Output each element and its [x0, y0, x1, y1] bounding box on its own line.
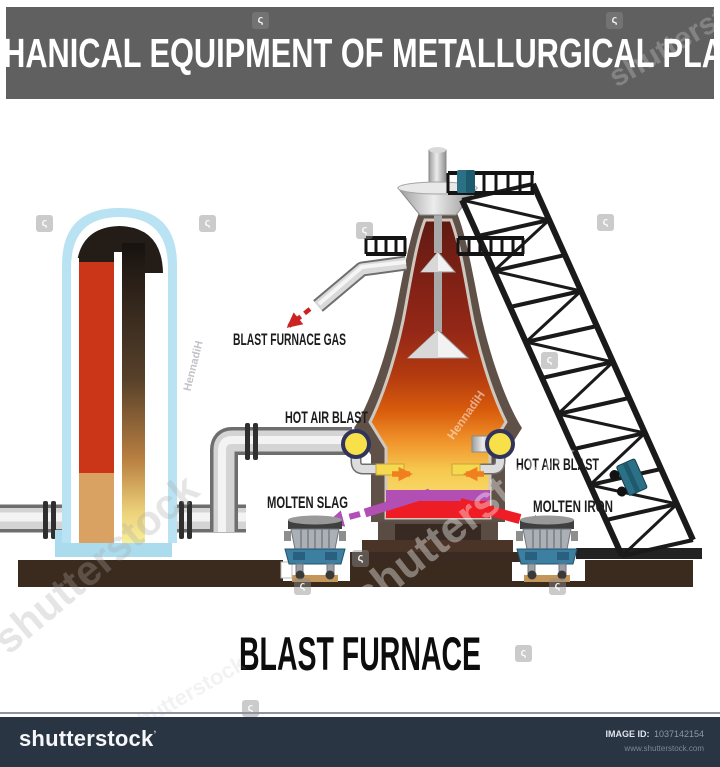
bell-stem-lower: [434, 272, 442, 332]
ground: [18, 560, 693, 587]
logo-text: shutterstock: [19, 726, 154, 751]
shutterstock-logo: shutterstockʼ: [19, 726, 156, 752]
furnace-foundation: [350, 520, 525, 562]
footer-divider: [0, 712, 720, 714]
label-molten-slag: MOLTEN SLAG: [267, 493, 348, 512]
footer-bar: shutterstockʼ IMAGE ID: 1037142154 www.s…: [0, 717, 720, 767]
tuyere-right: [451, 429, 515, 482]
molten-slag-layer: [386, 490, 490, 501]
tuyere-port-left: [341, 429, 371, 459]
tuyere-left: [341, 429, 413, 482]
header-banner: MECHANICAL EQUIPMENT OF METALLURGICAL PL…: [6, 7, 714, 99]
slag-runner: [363, 488, 432, 518]
iron-runner: [458, 498, 522, 524]
hot-blast-stove: [55, 208, 177, 557]
label-hot-air-blast-left: HOT AIR BLAST: [285, 408, 368, 427]
page-title: MECHANICAL EQUIPMENT OF METALLURGICAL PL…: [6, 29, 714, 76]
stove-chamber-bottom: [79, 473, 114, 543]
skip-car-incline: [609, 458, 648, 497]
hot-blast-riser-pipe: [210, 427, 352, 532]
label-molten-iron: MOLTEN IRON: [533, 497, 613, 516]
left-platform: [364, 236, 407, 256]
image-id-label: IMAGE ID:: [605, 729, 650, 739]
stove-combustion-chamber: [79, 262, 114, 473]
diagram-caption: BLAST FURNACE: [239, 627, 481, 680]
blast-furnace-diagram: BLAST FURNACE GAS HOT AIR BLAST HOT AIR …: [0, 147, 702, 680]
small-cylinder: [280, 561, 293, 579]
stove-gap: [114, 252, 122, 543]
footer-meta: IMAGE ID: 1037142154 www.shutterstock.co…: [605, 727, 704, 755]
stove-checker-column: [122, 243, 145, 543]
right-platform: [456, 236, 525, 256]
skip-car-top: [457, 170, 475, 193]
tuyere-port-right: [485, 429, 515, 459]
logo-mark: ʼ: [153, 729, 157, 741]
label-hot-air-blast-right: HOT AIR BLAST: [516, 455, 599, 474]
label-blast-furnace-gas: BLAST FURNACE GAS: [233, 330, 346, 349]
gas-arrow: [286, 307, 312, 328]
iron-ladle-pad: [524, 575, 570, 582]
iron-ladle-car: [515, 514, 579, 581]
slag-ladle-car: [283, 514, 347, 581]
pipe-flange: [43, 501, 192, 539]
footer-url: www.shutterstock.com: [624, 744, 704, 753]
slag-ladle-pad: [292, 575, 338, 582]
pipe-flange: [245, 423, 258, 460]
bell-stem-upper: [434, 215, 442, 253]
image-id-value: 1037142154: [653, 729, 704, 739]
gas-offtake-pipe: [313, 255, 408, 312]
